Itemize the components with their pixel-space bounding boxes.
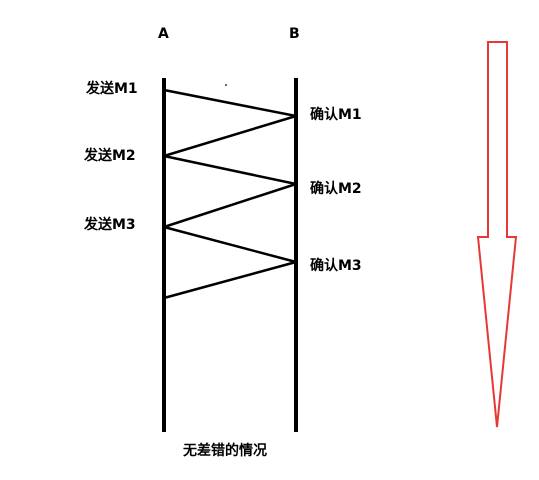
ack-m1 [163,114,297,158]
label-send-m1: 发送M1 [85,80,138,97]
label-send-m3: 发送M3 [83,216,136,233]
message-m3 [163,225,297,264]
label-send-m2: 发送M2 [83,147,136,164]
label-b: B [289,26,300,42]
label-ack-m3: 确认M3 [310,257,362,274]
caption: 无差错的情况 [182,442,267,459]
label-ack-m1: 确认M1 [310,106,362,123]
ack-m3 [163,260,297,300]
stray-dot [225,84,227,86]
label-ack-m2: 确认M2 [310,180,362,197]
message-m1 [163,88,297,118]
message-m2 [163,154,297,186]
time-arrow-down-icon [476,41,518,428]
ack-m2 [163,182,297,229]
label-a: A [158,26,169,42]
